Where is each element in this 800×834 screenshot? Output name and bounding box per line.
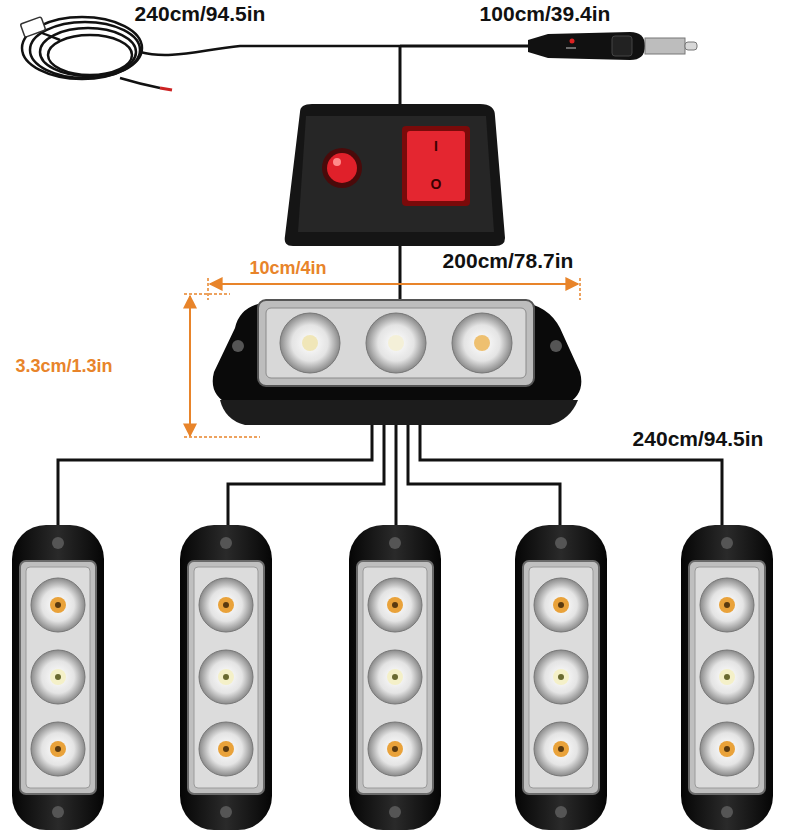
light-wires — [58, 425, 722, 530]
power-wire — [400, 45, 530, 48]
strobe-light — [12, 525, 104, 830]
main-light — [213, 300, 582, 425]
coiled-cable — [22, 17, 400, 88]
cable-length: 200cm/78.7in — [443, 250, 574, 271]
extension-line — [579, 278, 581, 300]
extension-line — [184, 293, 230, 295]
strobe-light — [349, 525, 441, 830]
strobe-light — [515, 525, 607, 830]
extension-line — [207, 278, 209, 300]
power-wire — [399, 46, 402, 110]
cable-length: 100cm/39.4in — [480, 3, 611, 24]
strobe-light — [180, 525, 272, 830]
dimension-label: 10cm/4in — [249, 259, 326, 277]
cigarette-plug — [528, 32, 697, 60]
switch-marking: I — [434, 139, 438, 153]
switch-box — [285, 104, 505, 246]
power-wire — [399, 246, 402, 300]
dimension-line — [189, 296, 191, 436]
wire-end — [160, 88, 172, 90]
extension-line — [184, 436, 260, 438]
wire-connector — [20, 17, 45, 38]
switch-marking: O — [431, 177, 442, 191]
strobe-light — [681, 525, 773, 830]
cable-length: 240cm/94.5in — [135, 3, 266, 24]
dimension-line — [210, 283, 578, 285]
dimension-label: 3.3cm/1.3in — [15, 357, 112, 375]
cable-length: 240cm/94.5in — [633, 428, 764, 449]
